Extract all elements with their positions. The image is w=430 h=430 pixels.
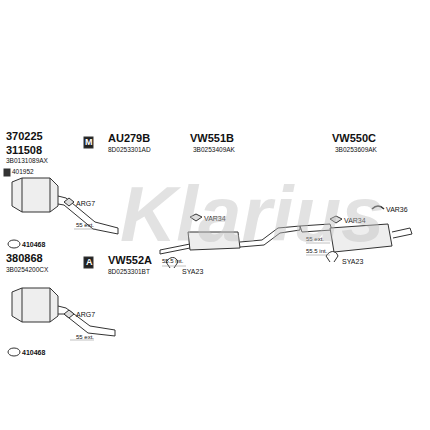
badge-letter: A (86, 258, 93, 267)
oem-number: 3B0253409AK (193, 147, 235, 154)
part-number: 311508 (6, 145, 42, 156)
part-number: VW550C (332, 133, 376, 144)
oem-number: 3B0131089AX (6, 158, 48, 165)
part-number: SYA23 (342, 258, 363, 265)
watermark: Klarius (120, 175, 384, 253)
part-number: VW552A (108, 255, 152, 266)
oem-number: 8D0253301BT (108, 269, 150, 276)
oem-number: 8D0253301AD (108, 147, 151, 154)
part-number: ARG7 (76, 311, 95, 318)
part-number: AU279B (108, 133, 150, 144)
part-number: 380868 (6, 253, 43, 264)
badge-letter: M (85, 138, 93, 147)
part-number: 410468 (22, 241, 45, 248)
dimension: 55 ext. (76, 334, 94, 340)
dimension: 55 ext. (76, 222, 94, 228)
dimension: 55.5 int. (162, 258, 183, 264)
part-number: SYA23 (182, 268, 203, 275)
part-number: 401952 (12, 169, 34, 176)
part-number: VW551B (190, 133, 234, 144)
part-number: 370225 (6, 131, 43, 142)
part-number: 410468 (22, 349, 45, 356)
part-number: VAR36 (386, 206, 408, 213)
oem-number: 3B0253609AK (335, 147, 377, 154)
oem-number: 3B0254200CX (6, 267, 48, 274)
part-number: ARG7 (76, 200, 95, 207)
